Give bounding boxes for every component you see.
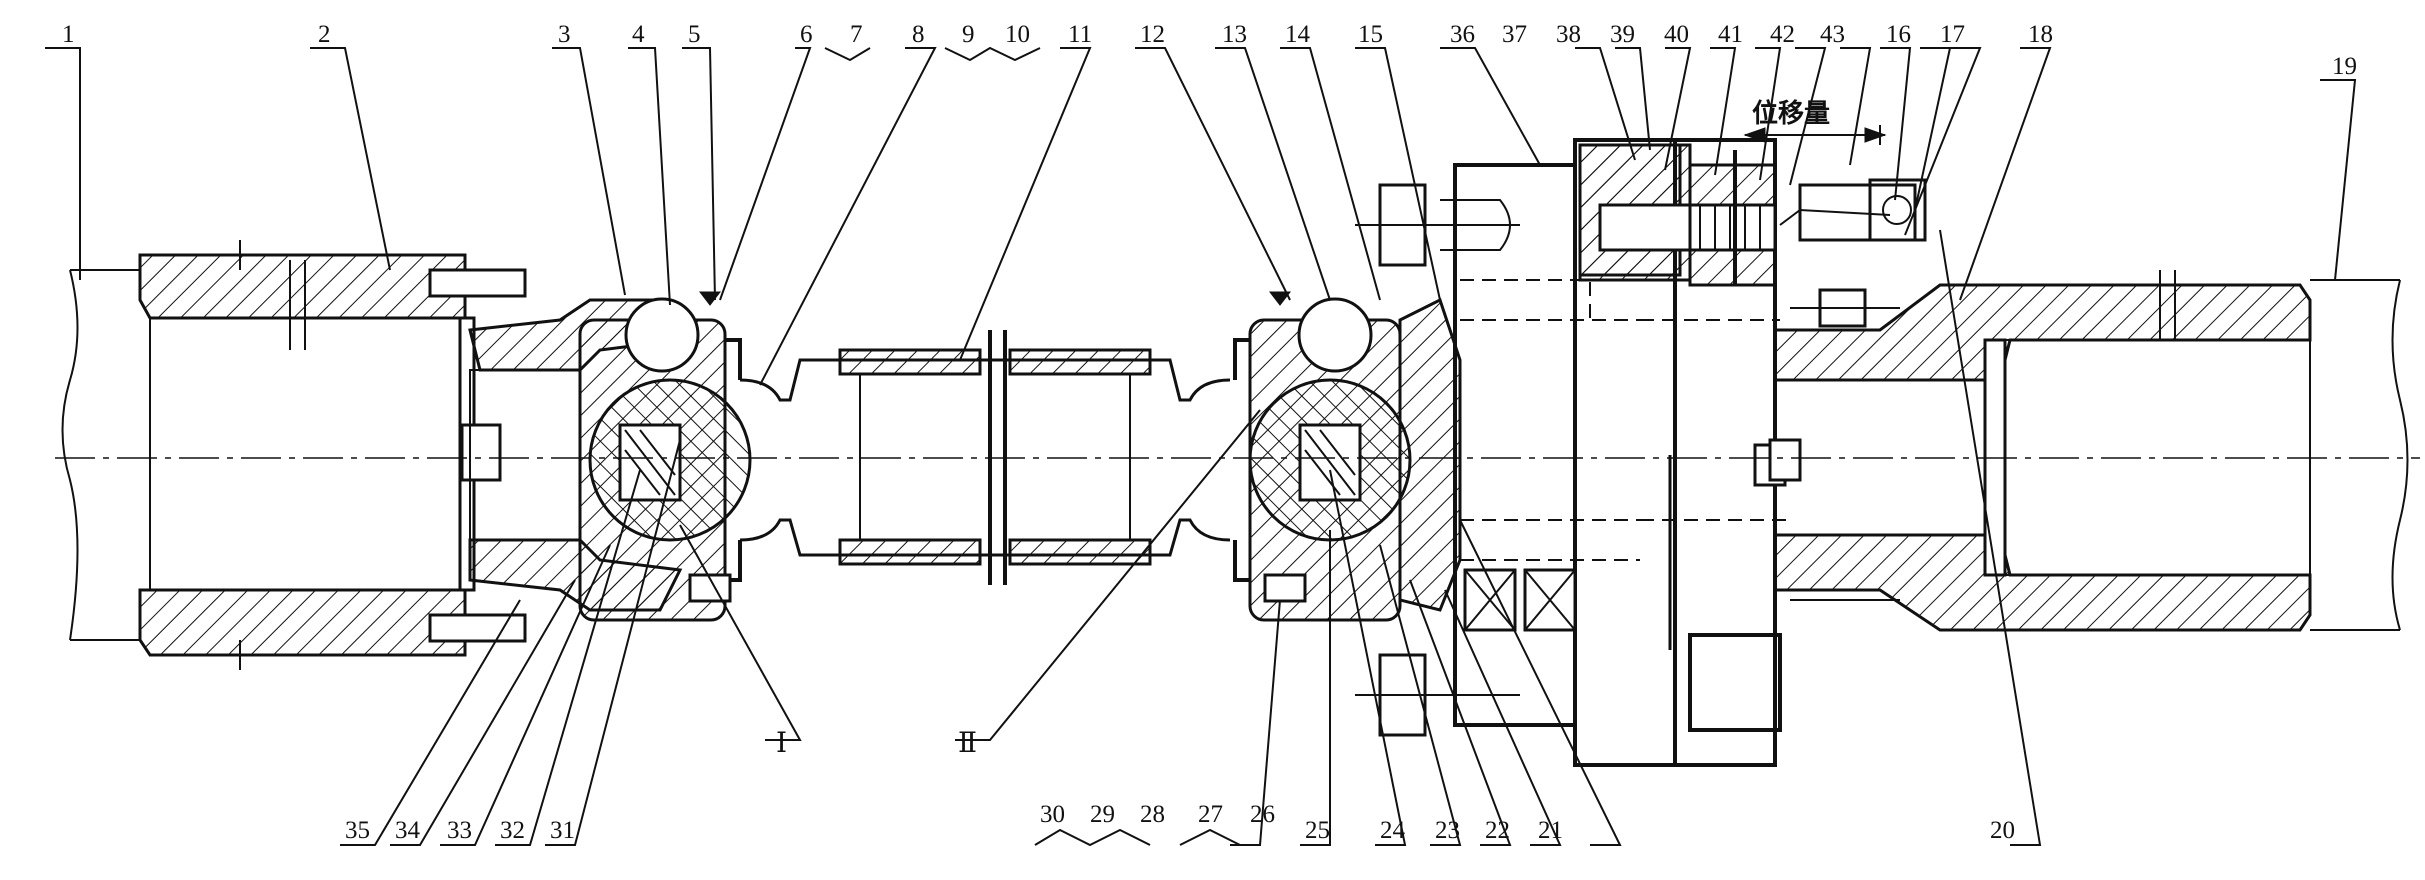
callout-40: 40 bbox=[1664, 21, 1689, 48]
callout-38: 38 bbox=[1556, 21, 1581, 48]
callout-6: 6 bbox=[800, 21, 813, 48]
callout-18: 18 bbox=[2028, 21, 2053, 48]
callout-25: 25 bbox=[1305, 817, 1330, 844]
callout-20: 20 bbox=[1990, 817, 2015, 844]
displacement-indicator bbox=[1733, 125, 1927, 285]
callout-2: 2 bbox=[318, 21, 331, 48]
callout-13: 13 bbox=[1222, 21, 1247, 48]
callout-30: 30 bbox=[1040, 801, 1065, 828]
callout-10: 10 bbox=[1005, 21, 1030, 48]
callout-19: 19 bbox=[2332, 53, 2357, 80]
detail-label-ii: Ⅱ bbox=[958, 728, 977, 759]
callout-1: 1 bbox=[62, 21, 75, 48]
callout-14: 14 bbox=[1285, 21, 1311, 48]
callout-29: 29 bbox=[1090, 801, 1115, 828]
callout-43: 43 bbox=[1820, 21, 1845, 48]
callout-12: 12 bbox=[1140, 21, 1165, 48]
callout-23: 23 bbox=[1435, 817, 1460, 844]
callout-27: 27 bbox=[1198, 801, 1223, 828]
callout-9: 9 bbox=[962, 21, 975, 48]
callout-37: 37 bbox=[1502, 21, 1527, 48]
left-universal-joint bbox=[578, 291, 752, 622]
callout-32: 32 bbox=[500, 817, 525, 844]
callout-35: 35 bbox=[345, 817, 370, 844]
callout-26: 26 bbox=[1250, 801, 1275, 828]
callout-42: 42 bbox=[1770, 21, 1795, 48]
leader-lines bbox=[45, 46, 2357, 847]
sensor-housing bbox=[1355, 138, 1790, 767]
callout-15: 15 bbox=[1358, 21, 1383, 48]
callout-28: 28 bbox=[1140, 801, 1165, 828]
callout-11: 11 bbox=[1068, 21, 1092, 48]
callout-4: 4 bbox=[632, 21, 645, 48]
right-coupling bbox=[1768, 270, 2409, 632]
callout-24: 24 bbox=[1380, 817, 1406, 844]
callout-22: 22 bbox=[1485, 817, 1510, 844]
callout-36: 36 bbox=[1450, 21, 1475, 48]
callout-41: 41 bbox=[1718, 21, 1743, 48]
callout-16: 16 bbox=[1886, 21, 1911, 48]
callout-8: 8 bbox=[912, 21, 925, 48]
callout-31: 31 bbox=[550, 817, 575, 844]
callout-17: 17 bbox=[1940, 21, 1965, 48]
callout-3: 3 bbox=[558, 21, 571, 48]
callout-7: 7 bbox=[850, 21, 863, 48]
callout-33: 33 bbox=[447, 817, 472, 844]
callout-21: 21 bbox=[1538, 817, 1563, 844]
callouts-top: 1 2 3 4 5 6 7 8 9 10 11 12 13 14 15 36 3… bbox=[62, 21, 2357, 80]
right-universal-joint bbox=[1233, 291, 1462, 622]
callout-34: 34 bbox=[395, 817, 421, 844]
callout-5: 5 bbox=[688, 21, 701, 48]
left-shaft bbox=[61, 240, 527, 670]
callout-39: 39 bbox=[1610, 21, 1635, 48]
displacement-label: 位移量 bbox=[1752, 98, 1830, 129]
callouts-bottom: 35 34 33 32 31 30 29 28 27 26 25 24 23 2… bbox=[345, 801, 2015, 844]
detail-label-i: Ⅰ bbox=[776, 728, 787, 759]
